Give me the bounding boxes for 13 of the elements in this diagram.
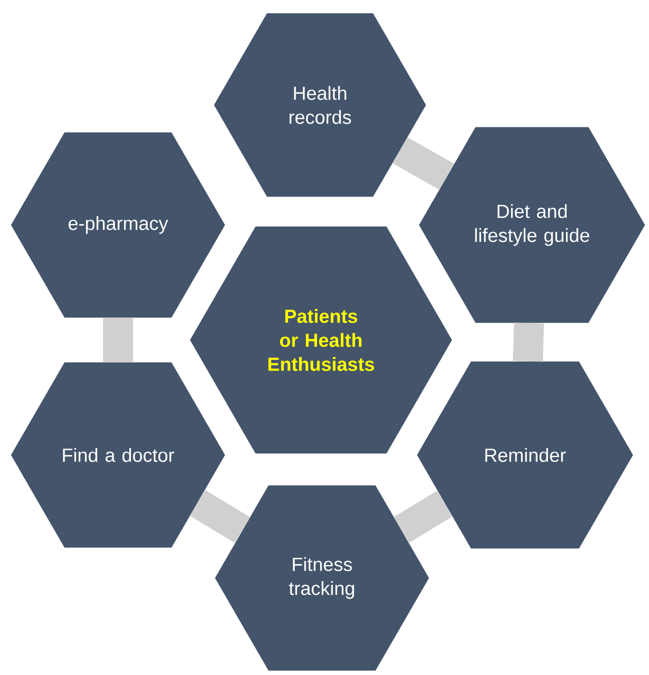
hexagon: Find a doctor bbox=[11, 362, 225, 548]
node-label: Patients or Health Enthusiasts bbox=[268, 309, 374, 371]
hexagon: Health records bbox=[214, 13, 426, 197]
hexagon: Diet and lifestyle guide bbox=[419, 127, 645, 323]
hexagon: e-pharmacy bbox=[11, 132, 225, 318]
hexagon: Fitness tracking bbox=[215, 485, 429, 671]
connector-band bbox=[394, 490, 453, 543]
hexagon: Reminder bbox=[417, 361, 633, 549]
hexagon: Patients or Health Enthusiasts bbox=[190, 226, 452, 454]
connector-band bbox=[190, 490, 250, 543]
connector-band bbox=[392, 137, 454, 190]
connector-band bbox=[512, 322, 544, 362]
connector-band bbox=[103, 318, 134, 362]
